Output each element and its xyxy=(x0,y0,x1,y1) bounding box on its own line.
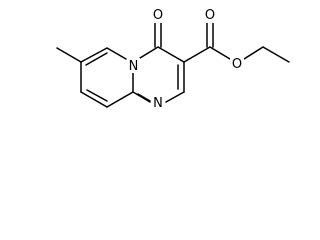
bond-methyl xyxy=(56,47,82,63)
bond-c6-n5 xyxy=(106,47,127,60)
atom-o-ester: O xyxy=(230,56,244,72)
atom-label-o-carbonyl: O xyxy=(205,8,215,23)
atom-label-n-bridgehead: N xyxy=(129,59,139,74)
atom-n-ring: N xyxy=(151,95,165,111)
bond-c4-n5 xyxy=(139,46,159,59)
atom-label-o-ester: O xyxy=(232,57,242,72)
atom-n-bridgehead: N xyxy=(127,58,140,74)
bond-c7-c6 xyxy=(80,47,108,63)
bond-c6-c6-inner xyxy=(85,52,108,66)
bond-o-ch2 xyxy=(243,46,264,60)
atom-o-carbonyl: O xyxy=(203,6,217,23)
bond-c8-c9 xyxy=(80,91,108,108)
atom-label-layer: N N O O O xyxy=(127,6,244,111)
bond-c9a-n1 xyxy=(132,91,151,103)
bond-c9a-n1-inner xyxy=(137,93,151,102)
bond-ch2-ch3 xyxy=(262,46,290,63)
atom-label-n-ring: N xyxy=(153,96,163,111)
bond-c3-cester xyxy=(183,46,211,63)
bond-cester-o xyxy=(209,46,231,60)
bond-c8-c9-inner xyxy=(86,89,108,102)
molecule-structure-diagram: N N O O O xyxy=(56,6,290,111)
bond-c9-c9a xyxy=(106,91,134,108)
atom-label-o-keto: O xyxy=(153,8,163,23)
bond-n1-c2 xyxy=(165,91,185,103)
atom-o-keto: O xyxy=(151,6,165,23)
bond-c3-c4 xyxy=(157,46,185,63)
bond-layer xyxy=(56,22,290,108)
